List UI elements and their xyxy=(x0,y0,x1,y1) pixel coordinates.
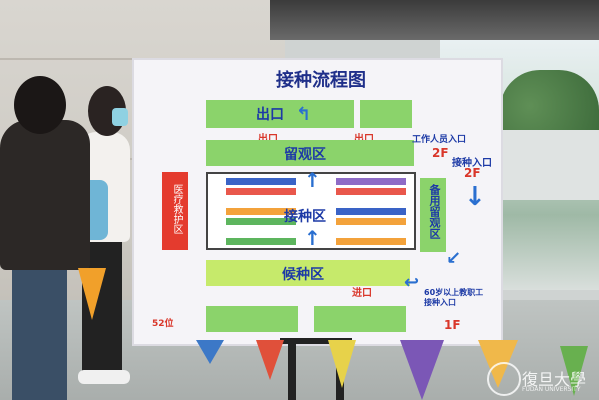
easel-bar xyxy=(280,338,352,344)
watermark-subtext: FUDAN UNIVERSITY xyxy=(522,386,581,393)
waiting-label: 候种区 xyxy=(282,267,324,283)
booth-row xyxy=(336,238,406,245)
bunting-flag xyxy=(328,340,356,388)
booth-row xyxy=(226,178,296,185)
person-legs xyxy=(12,262,67,400)
watermark-text: 復旦大學 xyxy=(522,370,587,389)
seat-count: 52位 xyxy=(152,319,174,329)
bunting-flag xyxy=(560,346,588,396)
trees xyxy=(500,70,599,130)
entry-small-label: 进口 xyxy=(352,288,372,299)
medical-zone xyxy=(162,172,188,250)
ceiling xyxy=(270,0,599,40)
floor-label: 2F xyxy=(432,146,449,160)
booth-row xyxy=(226,218,296,225)
floor-label: 2F xyxy=(464,166,481,180)
staff-entrance-label: 工作人员入口 xyxy=(412,135,467,145)
university-seal xyxy=(487,362,521,396)
person-shoes xyxy=(78,370,130,384)
arrow-curve-icon: ↩ xyxy=(404,272,420,293)
booth-row xyxy=(226,238,296,245)
easel-leg xyxy=(288,340,296,400)
observation-zone xyxy=(206,140,414,166)
booth-row xyxy=(226,188,296,195)
bunting-flag xyxy=(400,340,444,400)
observation-label: 留观区 xyxy=(284,147,326,163)
elderly-entrance-label: 60岁以上教职工 接种入口 xyxy=(424,288,484,307)
bunting-flag xyxy=(78,268,106,320)
zone-block xyxy=(314,306,406,332)
arrow-up-icon: ↑ xyxy=(304,168,321,192)
exit-small-label: 出口 xyxy=(258,130,278,145)
booth-row xyxy=(336,208,406,215)
booth-row xyxy=(336,178,406,185)
vaccination-label: 接种区 xyxy=(284,209,326,225)
exit-label: 出口 xyxy=(256,107,284,123)
floor-label: 1F xyxy=(444,318,461,332)
arrow-curve-icon: ↰ xyxy=(296,104,312,125)
vacc-entrance-label: 接种入口 xyxy=(452,158,492,169)
exit-zone xyxy=(206,100,354,128)
waiting-zone xyxy=(206,260,410,286)
medical-zone-label: 医疗救护区 xyxy=(171,184,182,234)
board-title: 接种流程图 xyxy=(276,70,366,91)
exit-zone xyxy=(360,100,412,128)
face-mask xyxy=(112,108,128,126)
arrow-up-icon: ↑ xyxy=(304,226,321,250)
booth-row xyxy=(336,188,406,195)
arrow-curve-icon: ↙ xyxy=(446,248,462,269)
bunting-flag xyxy=(196,340,224,364)
booth-row xyxy=(336,218,406,225)
arrow-down-icon: ↓ xyxy=(464,182,486,212)
exit-small-label: 出口 xyxy=(354,130,374,145)
vaccination-zone xyxy=(206,172,416,250)
standby-observation-zone xyxy=(420,178,446,252)
bunting-flag xyxy=(256,340,284,380)
booth-row xyxy=(226,208,296,215)
zone-block xyxy=(206,306,298,332)
standby-label: 备用留观区 xyxy=(428,184,441,239)
person-body xyxy=(0,120,90,270)
person-head xyxy=(14,76,66,134)
